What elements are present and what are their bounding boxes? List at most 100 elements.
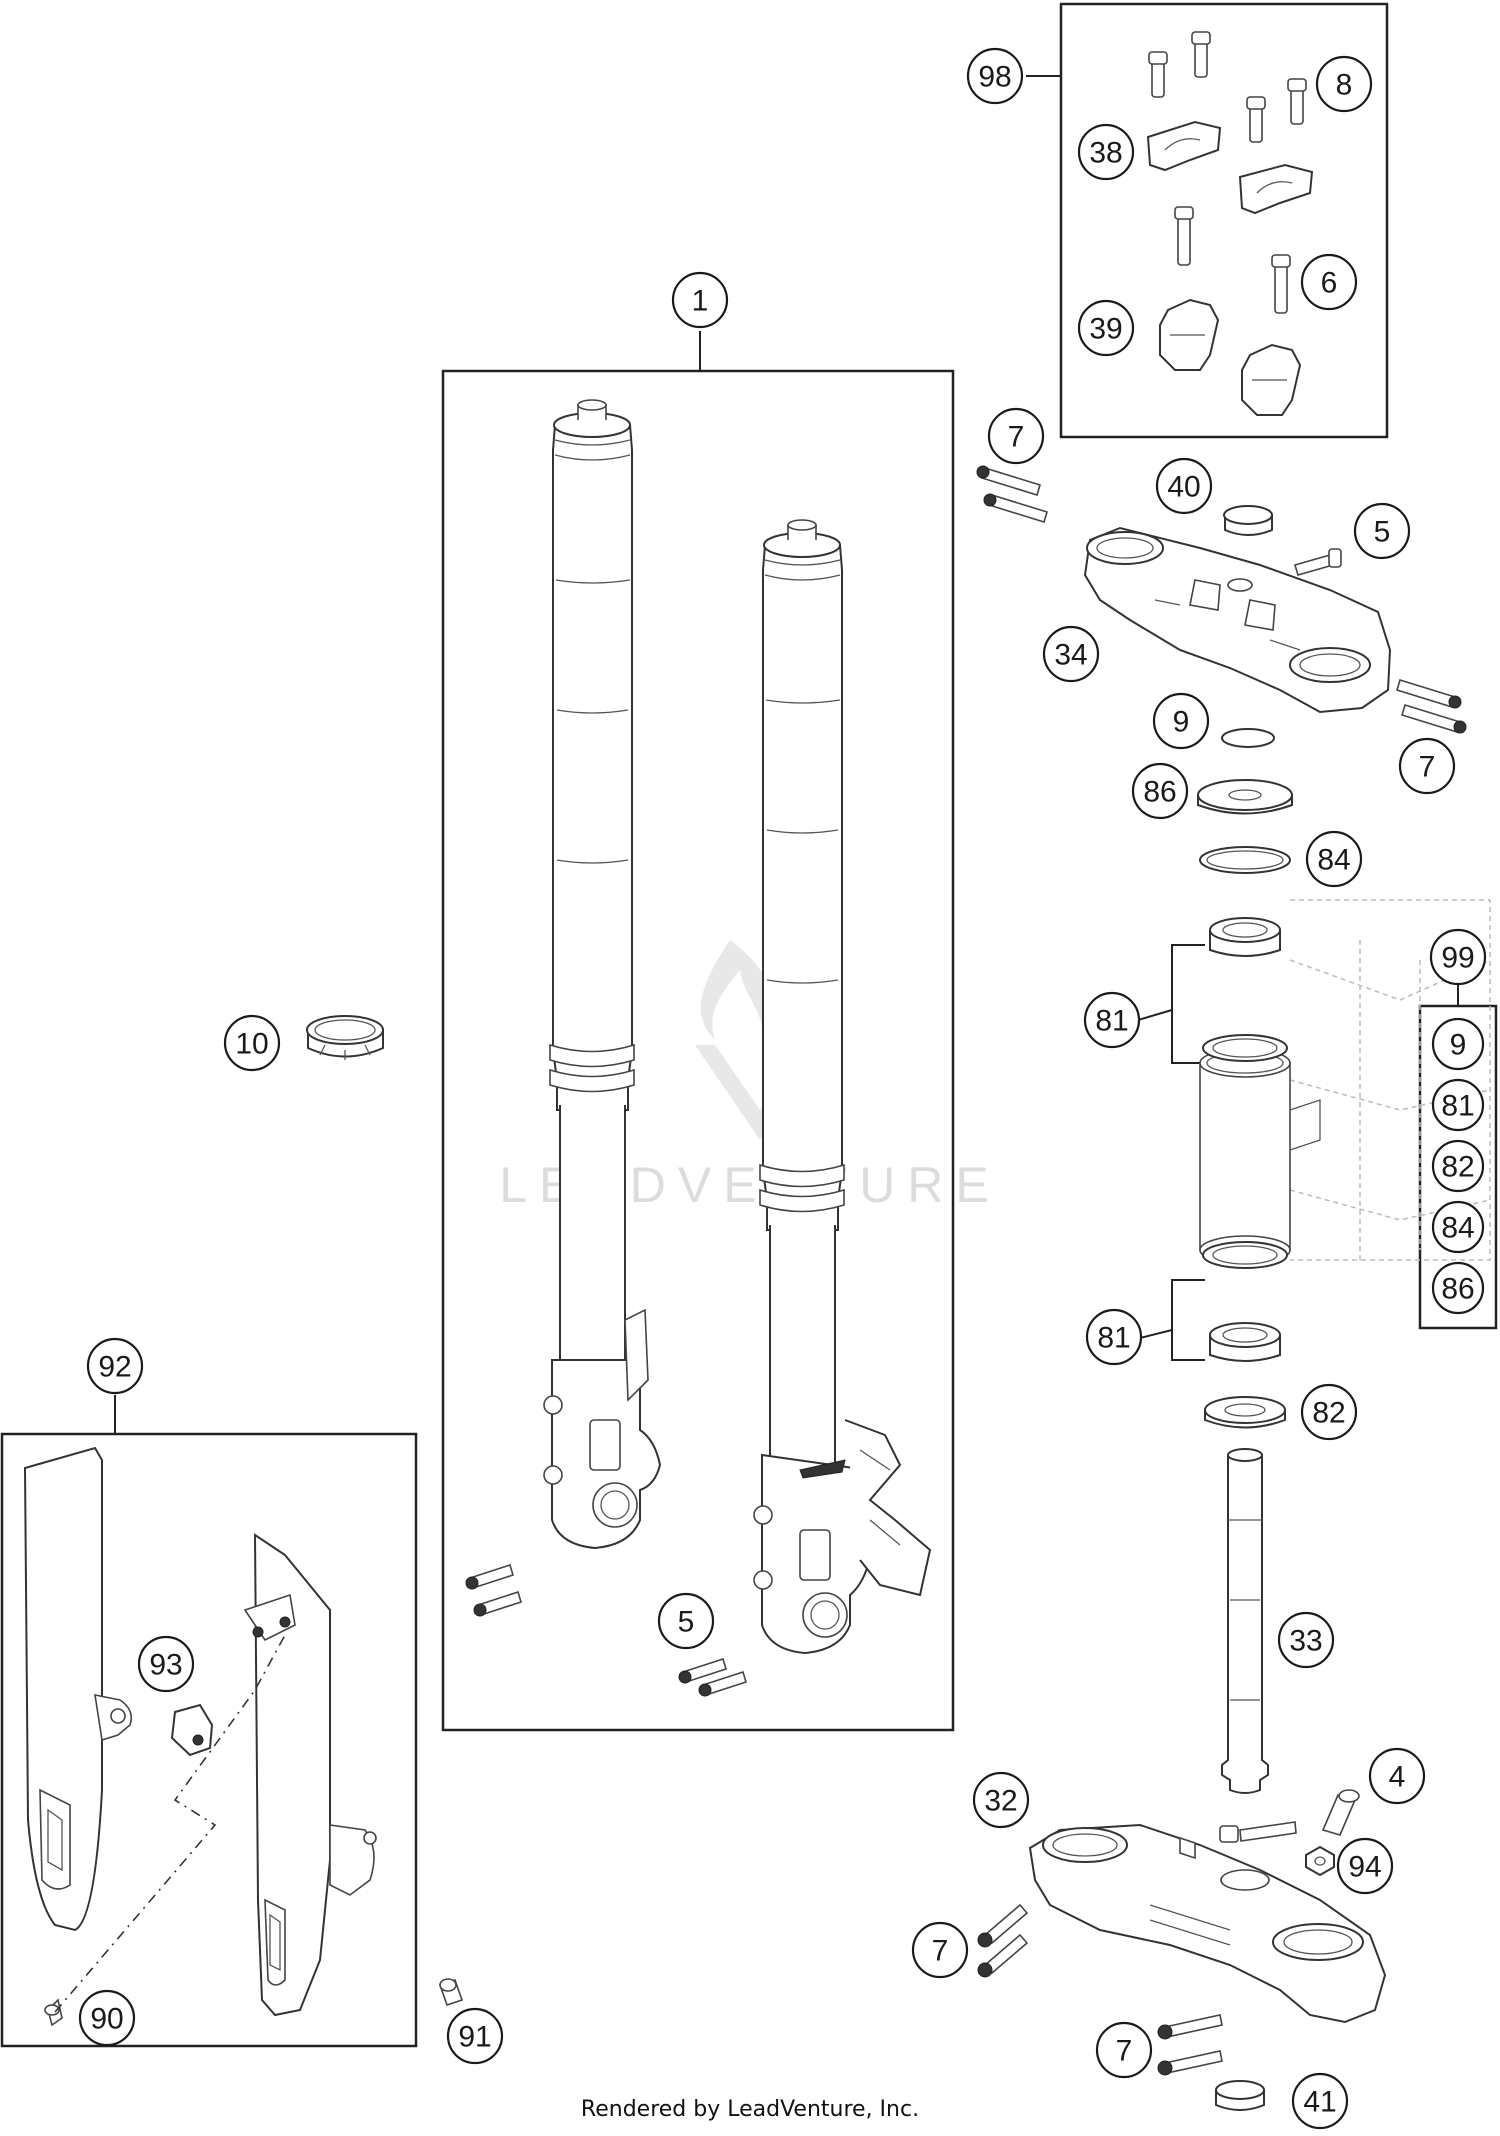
handlebar-clamp-lower-39-a bbox=[1159, 298, 1220, 371]
callout-number: 4 bbox=[1389, 1761, 1406, 1794]
callout-circle bbox=[223, 1014, 281, 1072]
bolts-6-group bbox=[1174, 206, 1291, 314]
callout-39: 39 bbox=[1077, 299, 1135, 357]
fork-protector-kit-frame bbox=[0, 1432, 418, 2048]
clamp-bolts-7-lower-right bbox=[1157, 2014, 1223, 2076]
upper-bearing-race-81 bbox=[1202, 1034, 1288, 1062]
callout-circle bbox=[1353, 502, 1411, 560]
callout-90: 90 bbox=[78, 1989, 136, 2047]
callout-6: 6 bbox=[1300, 253, 1358, 311]
lower-triple-clamp-32 bbox=[1028, 1823, 1387, 2024]
callout-7: 7 bbox=[987, 407, 1045, 465]
callout-circle bbox=[1277, 1611, 1335, 1669]
callout-number: 81 bbox=[1095, 1005, 1128, 1038]
callout-circle bbox=[1305, 830, 1363, 888]
leader-lines bbox=[114, 75, 1459, 1434]
callout-7: 7 bbox=[1398, 737, 1456, 795]
screw-90 bbox=[44, 1998, 63, 2027]
callout-number: 39 bbox=[1089, 313, 1122, 346]
kit-item-number: 81 bbox=[1441, 1090, 1474, 1123]
footer-credit: Rendered by LeadVenture, Inc. bbox=[581, 2097, 919, 2122]
bolts-8-group bbox=[1148, 31, 1307, 143]
callout-82: 82 bbox=[1300, 1383, 1358, 1441]
callout-5: 5 bbox=[1353, 502, 1411, 560]
clip-93 bbox=[170, 1703, 214, 1757]
callout-circle bbox=[972, 1771, 1030, 1829]
callout-91: 91 bbox=[446, 2007, 504, 2065]
callout-number: 82 bbox=[1312, 1397, 1345, 1430]
fork-protector-left bbox=[23, 1446, 133, 1932]
callout-circle bbox=[987, 407, 1045, 465]
cap-40 bbox=[1223, 505, 1273, 536]
callout-41: 41 bbox=[1291, 2072, 1349, 2130]
callout-number: 93 bbox=[149, 1649, 182, 1682]
callout-number: 92 bbox=[98, 1351, 131, 1384]
callout-number: 84 bbox=[1317, 844, 1350, 877]
callout-circle bbox=[1398, 737, 1456, 795]
assembly-guide-line bbox=[54, 1634, 286, 2013]
clamp-bolts-7-right bbox=[1396, 678, 1467, 734]
callout-number: 94 bbox=[1348, 1851, 1381, 1884]
adjuster-ring-10 bbox=[306, 1015, 384, 1060]
callout-33: 33 bbox=[1277, 1611, 1335, 1669]
callout-circle bbox=[1429, 928, 1487, 986]
callout-number: 91 bbox=[458, 2021, 491, 2054]
callout-circle bbox=[86, 1337, 144, 1395]
screw-91 bbox=[438, 1978, 464, 2007]
o-ring-9 bbox=[1221, 728, 1275, 748]
kit-item-number: 82 bbox=[1441, 1151, 1474, 1184]
callout-92: 92 bbox=[86, 1337, 144, 1395]
steering-stem-33 bbox=[1221, 1448, 1269, 1794]
callout-circle bbox=[137, 1635, 195, 1693]
callout-number: 9 bbox=[1173, 706, 1190, 739]
callout-5: 5 bbox=[657, 1592, 715, 1650]
callout-number: 32 bbox=[984, 1785, 1017, 1818]
callout-circle bbox=[446, 2007, 504, 2065]
kit-item-number: 84 bbox=[1441, 1212, 1474, 1245]
callout-number: 81 bbox=[1097, 1322, 1130, 1355]
callout-number: 6 bbox=[1321, 267, 1338, 300]
callout-circle bbox=[1315, 55, 1373, 113]
callout-circle bbox=[1077, 299, 1135, 357]
callout-number: 10 bbox=[235, 1028, 268, 1061]
cap-41 bbox=[1215, 2080, 1265, 2111]
callout-number: 5 bbox=[678, 1606, 695, 1639]
callout-number: 5 bbox=[1374, 516, 1391, 549]
callout-number: 99 bbox=[1441, 942, 1474, 975]
bolt-4 bbox=[1321, 1789, 1360, 1836]
seal-ring-84 bbox=[1199, 846, 1291, 874]
dust-seal-82 bbox=[1204, 1396, 1286, 1429]
axle-clamp-bolts-left bbox=[465, 1563, 522, 1617]
callout-circle bbox=[78, 1989, 136, 2047]
callout-number: 33 bbox=[1289, 1625, 1322, 1658]
callout-34: 34 bbox=[1042, 625, 1100, 683]
dust-cover-86 bbox=[1197, 779, 1293, 815]
clamp-bolts-7-lower-left bbox=[977, 1903, 1029, 1978]
upper-triple-clamp-34 bbox=[1083, 526, 1392, 714]
kit-99-item-86: 86 bbox=[1431, 1261, 1485, 1315]
callout-number: 1 bbox=[692, 285, 709, 318]
callout-32: 32 bbox=[972, 1771, 1030, 1829]
callout-number: 40 bbox=[1167, 471, 1200, 504]
callout-number: 7 bbox=[932, 1935, 949, 1968]
callout-99: 99 bbox=[1429, 928, 1487, 986]
callout-38: 38 bbox=[1077, 123, 1135, 181]
callout-1: 1 bbox=[671, 271, 729, 329]
fork-protector-right bbox=[243, 1533, 377, 2017]
callout-81: 81 bbox=[1083, 991, 1141, 1049]
fork-assembly-frame bbox=[441, 369, 955, 1732]
callout-number: 7 bbox=[1008, 421, 1025, 454]
callout-circle bbox=[1155, 457, 1213, 515]
callout-10: 10 bbox=[223, 1014, 281, 1072]
callout-circle bbox=[1300, 1383, 1358, 1441]
callout-number: 41 bbox=[1303, 2086, 1336, 2119]
callout-8: 8 bbox=[1315, 55, 1373, 113]
callout-number: 86 bbox=[1143, 776, 1176, 809]
fork-leg-right bbox=[753, 519, 932, 1655]
callout-4: 4 bbox=[1368, 1747, 1426, 1805]
callout-40: 40 bbox=[1155, 457, 1213, 515]
callout-7: 7 bbox=[1095, 2021, 1153, 2079]
callout-number: 7 bbox=[1419, 751, 1436, 784]
callout-number: 38 bbox=[1089, 137, 1122, 170]
